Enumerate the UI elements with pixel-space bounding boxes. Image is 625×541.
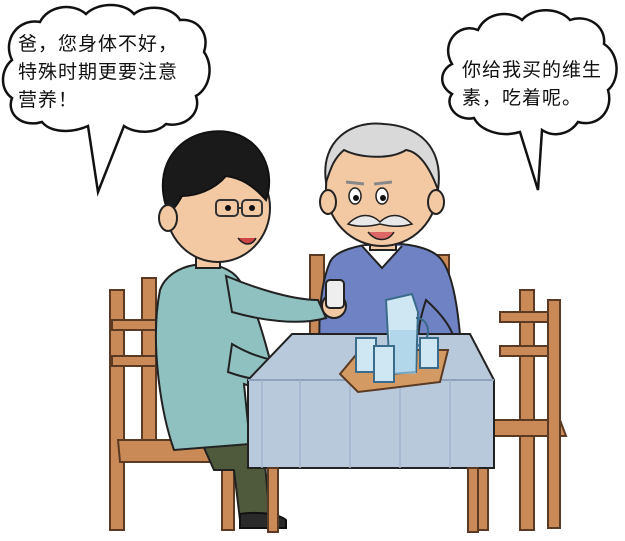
son-figure	[154, 130, 347, 529]
vitamin-bottle	[325, 279, 345, 309]
speech-bubble-father	[441, 9, 618, 191]
chair-right	[468, 289, 568, 531]
water-tray	[338, 292, 450, 394]
father-speech-text: 你给我买的维生 素，吃着呢。	[462, 59, 603, 109]
son-speech-text: 爸，您身体不好， 特殊时期更要注意 营养！	[18, 33, 179, 111]
speech-bubble-son	[1, 3, 211, 197]
